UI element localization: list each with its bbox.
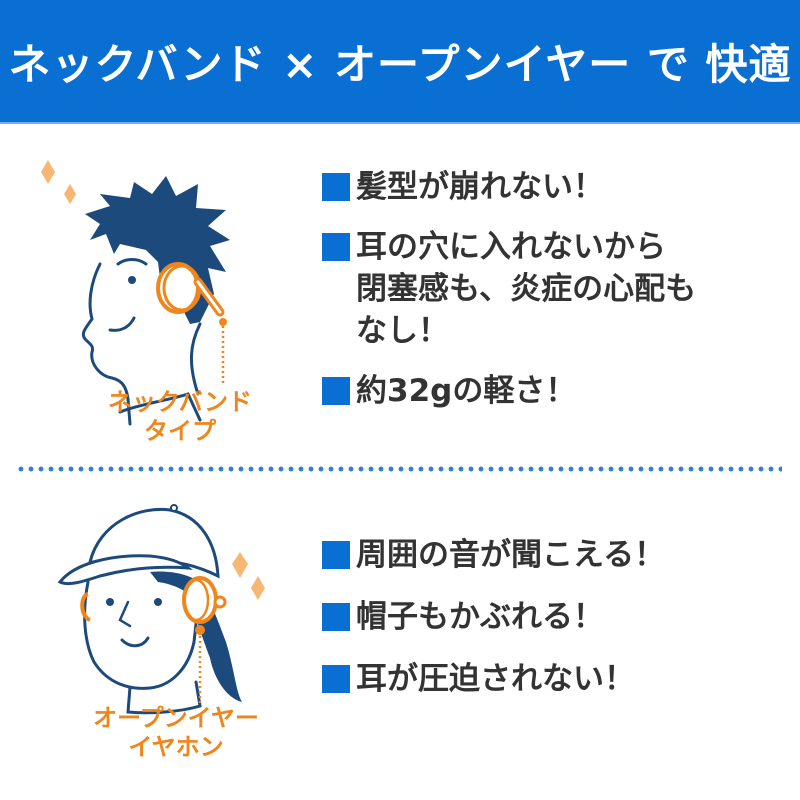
feature-item: 周囲の音が聞こえる！ <box>322 534 665 576</box>
sparkle-icon <box>41 160 76 204</box>
feature-item: 耳が圧迫されない！ <box>322 658 665 700</box>
header-banner: ネックバンド × オープンイヤー で 快適 <box>0 0 800 124</box>
square-bullet-icon <box>322 541 350 569</box>
openear-caption: オープンイヤー イヤホン <box>93 704 259 761</box>
open-ear-earphone-icon <box>182 576 227 704</box>
sparkle-icon <box>232 552 265 600</box>
neckband-man-illustration <box>41 160 230 426</box>
openear-section: オープンイヤー イヤホン 周囲の音が聞こえる！ 帽子もかぶれる！ 耳が圧迫されな… <box>0 478 800 800</box>
feature-item: 髪型が崩れない！ <box>322 166 696 208</box>
page-title: ネックバンド × オープンイヤー で 快適 <box>8 39 792 89</box>
openear-feature-list: 周囲の音が聞こえる！ 帽子もかぶれる！ 耳が圧迫されない！ <box>322 534 665 720</box>
neckband-feature-list: 髪型が崩れない！ 耳の穴に入れないから 閉塞感も、炎症の心配も なし！ 約32g… <box>322 166 696 430</box>
feature-item: 帽子もかぶれる！ <box>322 596 665 638</box>
openear-woman-illustration <box>57 504 265 715</box>
feature-item: 約32gの軽さ！ <box>322 370 696 412</box>
neckband-headphone-icon <box>156 262 227 386</box>
square-bullet-icon <box>322 665 350 693</box>
square-bullet-icon <box>322 173 350 201</box>
neckband-section: ネックバンド タイプ 髪型が崩れない！ 耳の穴に入れないから 閉塞感も、炎症の心… <box>0 126 800 464</box>
feature-item: 耳の穴に入れないから 閉塞感も、炎症の心配も なし！ <box>322 226 696 352</box>
square-bullet-icon <box>322 377 350 405</box>
square-bullet-icon <box>322 603 350 631</box>
square-bullet-icon <box>322 233 350 261</box>
dotted-divider <box>16 466 782 472</box>
neckband-caption: ネックバンド タイプ <box>108 388 252 445</box>
